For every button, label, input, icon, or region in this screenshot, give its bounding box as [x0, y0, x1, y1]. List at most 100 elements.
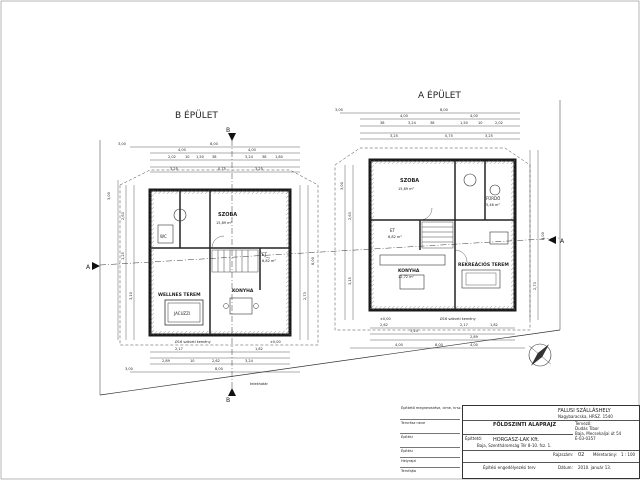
designer-address: Baja, Mecsekaljai út 54 [575, 431, 622, 436]
dim-b-side-2: 1,25 [121, 252, 125, 260]
room-a-furdo: FÜRDŐ [486, 196, 500, 201]
dim-b-side-4: 2,73 [303, 292, 307, 300]
building-b-level: ±0,00 [270, 340, 281, 344]
section-label-a-right: A [560, 238, 565, 245]
dim-a-side-4: 8,00 [541, 232, 545, 240]
dim-a-bot-0: 2,62 [380, 323, 388, 327]
title-block: FALUSI SZÁLLÁSHELY Nagybaracska, HRSZ. 1… [462, 405, 640, 479]
room-a-konyha: KONYHA [398, 268, 420, 274]
dim-a-side-2: 3,15 [348, 277, 352, 285]
section-label-b-top: B [226, 127, 230, 134]
info-line-5: Helyrajzi [401, 459, 417, 463]
section-marker-a-right [548, 236, 556, 244]
dim-b-bot-7: 8,00 [215, 367, 223, 371]
info-line-1: Építtető megnevezése, címe, hrsz. [401, 406, 462, 410]
dim-b-top-4: 3,25 [170, 167, 178, 171]
designer-id: É-03-0357 [575, 436, 596, 441]
dim-b-mid-6: 1,80 [275, 155, 283, 159]
info-line-3: Építési [401, 435, 413, 439]
dim-b-top-6: 3,25 [255, 167, 263, 171]
owner-label: Építtető: [465, 436, 483, 441]
dim-a-bot-4: 2,89 [470, 335, 478, 339]
project-location: Nagybaracska, HRSZ. 1540 [558, 414, 613, 419]
room-a-et: ET [390, 228, 396, 233]
dim-b-side-0: 3,00 [107, 192, 111, 200]
dim-a-top-6: 3,25 [485, 134, 493, 138]
room-b-wellnes: WELLNES TEREM [158, 292, 201, 298]
dim-a-mid-5: 2,02 [495, 121, 503, 125]
dim-b-mid-4: 3,24 [245, 155, 254, 159]
dim-a-side-3: 2,73 [533, 282, 537, 290]
dim-b-top-0: 3,00 [118, 142, 126, 146]
building-b-note: Ø16 szöveti kemény [175, 339, 211, 344]
room-b-konyha: KONYHA [232, 288, 254, 294]
dim-a-mid-4: 10 [478, 121, 482, 125]
building-b-title: B ÉPÜLET [175, 109, 218, 121]
section-marker-b-top [228, 133, 236, 141]
room-a-rekreacios: REKREÁCIÓS TEREM [458, 261, 509, 268]
building-a-level: ±0,00 [380, 317, 391, 321]
dim-a-mid-0: 38 [380, 121, 384, 125]
project-name: FALUSI SZÁLLÁSHELY [558, 408, 611, 414]
dim-b-bot-0: 2,17 [175, 347, 183, 351]
dim-b-mid-1: 10 [185, 155, 189, 159]
date-label: Dátum: [558, 465, 573, 470]
dim-b-bot-2: 2,89 [162, 359, 170, 363]
dim-a-top-4: 3,25 [390, 134, 398, 138]
plan-type: Építési engedélyezési terv [483, 465, 536, 470]
property-line-label: telekhatár [250, 382, 269, 386]
dim-a-top-3: 4,00 [470, 114, 478, 118]
dim-b-top-3: 4,00 [248, 148, 256, 152]
building-a-note: Ø16 szöveti kemény [440, 316, 476, 321]
dim-b-top-1: 8,00 [210, 142, 218, 146]
info-line-4: Építési [401, 449, 413, 453]
info-line-6: Tervfajta [401, 469, 417, 473]
dim-a-side-1: 2,63 [348, 212, 352, 220]
scale-label: Méretarány: [593, 452, 618, 457]
section-label-a-left: A [86, 264, 91, 271]
dim-a-bot-5: 4,00 [395, 343, 403, 347]
dim-b-bot-4: 2,62 [212, 359, 220, 363]
dim-b-side-5: 8,00 [311, 257, 315, 265]
dim-a-bot-6: 4,00 [470, 343, 478, 347]
room-a-et-area: 6,82 m² [388, 235, 402, 239]
room-a-konyha-area: 12,72 m² [398, 275, 415, 279]
dim-a-bot-1: 3,24 [410, 329, 419, 333]
scale-value: 1 : 100 [621, 452, 636, 457]
dim-b-top-5: 0,75 [218, 167, 226, 171]
dim-b-bot-5: 3,24 [245, 359, 254, 363]
section-marker-a-left [92, 262, 100, 270]
dim-b-mid-2: 1,50 [196, 155, 204, 159]
room-a-szoba-area: 15,89 m² [398, 187, 415, 191]
dim-b-bot-1: 1,82 [255, 347, 263, 351]
room-b-szoba: SZOBA [218, 212, 237, 218]
dim-a-mid-2: 38 [430, 121, 434, 125]
dim-a-top-2: 4,00 [400, 114, 408, 118]
dim-a-top-0: 3,00 [335, 108, 343, 112]
dim-b-mid-5: 38 [262, 155, 266, 159]
date-value: 2010. január 13. [578, 465, 612, 470]
dim-a-mid-3: 1,50 [460, 121, 468, 125]
designer-label: Tervező: [575, 421, 592, 426]
owner-address: Baja, Szentháromság Tér 8-10. fsz. 1. [477, 443, 552, 448]
dim-b-top-2: 4,00 [178, 148, 186, 152]
dim-b-side-3: 3,10 [129, 292, 133, 300]
sheet-title: FÖLDSZINTI ALAPRAJZ [493, 422, 557, 428]
dim-a-side-0: 3,00 [340, 182, 344, 190]
property-line [99, 329, 561, 396]
dim-a-top-5: 0,75 [445, 134, 453, 138]
room-b-et-area: 6,82 m² [262, 259, 276, 263]
building-a [334, 112, 539, 349]
info-line-2: Tervrész neve [401, 421, 426, 425]
room-a-szoba: SZOBA [400, 178, 419, 184]
designer-name: Dudás Tibor [575, 426, 600, 431]
section-label-b-bottom: B [226, 397, 230, 404]
room-b-wc: WC [160, 234, 167, 239]
building-a-title: A ÉPÜLET [418, 89, 461, 101]
dim-a-mid-1: 3,24 [408, 121, 417, 125]
dim-b-bot-3: 10 [190, 359, 194, 363]
owner-name: HORGASZ-LAK Kft. [493, 437, 540, 443]
dim-b-mid-3: 38 [212, 155, 216, 159]
sheet-no-label: Rajzszám: [553, 452, 574, 457]
